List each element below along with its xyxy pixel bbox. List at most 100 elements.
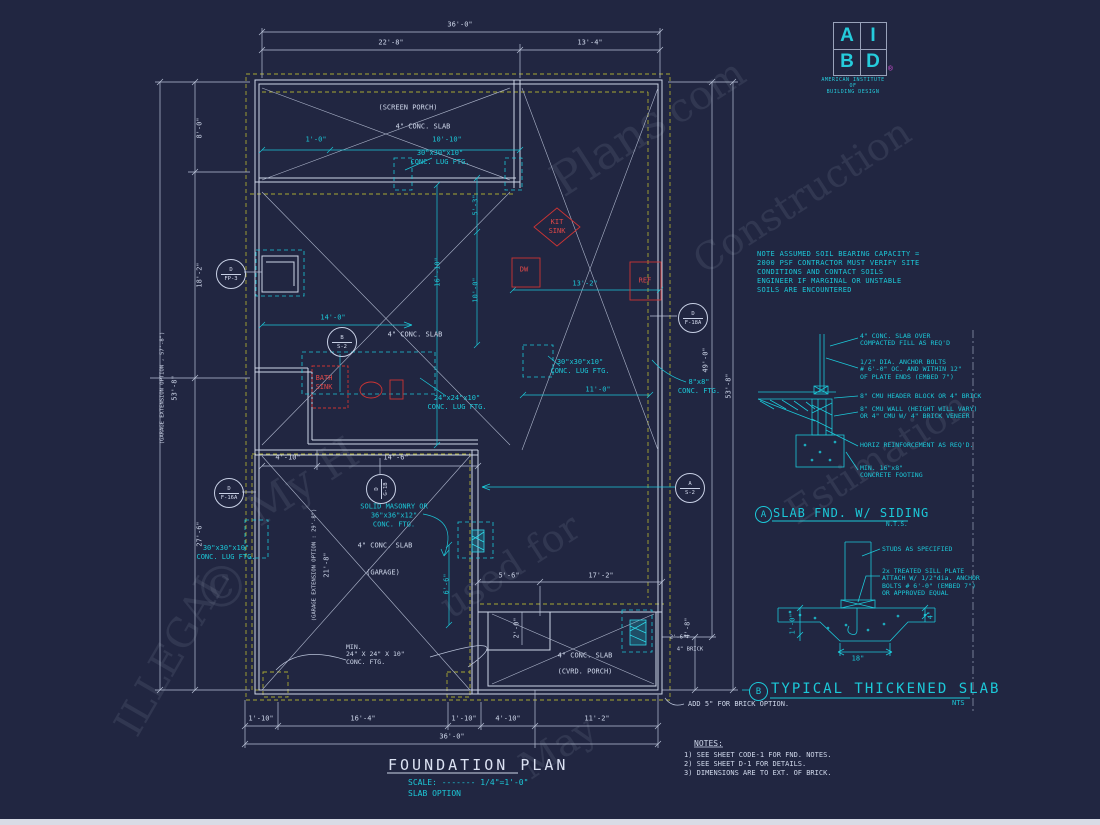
dim-label: (GARAGE EXTENSION OPTION : 29'-8")	[311, 508, 318, 622]
detail-b-nts: NTS	[952, 699, 965, 707]
dim-label: 5'-3"	[471, 194, 480, 216]
registered-mark-icon: ®	[888, 64, 893, 73]
marker-code: S-2	[685, 489, 695, 496]
detail-a-callout: 8" CMU HEADER BLOCK OR 4" BRICK	[860, 392, 982, 400]
ref-marker-fp3: D FP-3	[216, 259, 246, 289]
logo-caption: BUILDING DESIGN	[826, 89, 880, 95]
detail-b-dim: 4"	[926, 610, 935, 620]
room-label: (GARAGE)	[366, 568, 400, 577]
ref-marker-f16a: D F-16A	[214, 478, 244, 508]
marker-code: FP-3	[224, 275, 238, 282]
fixture-label: KIT SINK	[548, 217, 566, 235]
plan-label: 4" CONC. SLAB	[557, 651, 613, 660]
dim-label: 4'-10"	[495, 714, 521, 723]
footing-hatch	[471, 529, 647, 646]
dim-label: 2'-6"	[669, 634, 687, 641]
marker-code: G-1B	[382, 482, 389, 496]
marker-letter: A	[680, 481, 700, 489]
notes-heading: NOTES:	[694, 739, 723, 748]
detail-a-callout: 8" CMU WALL (HEIGHT WILL VARY) OR 4" CMU…	[860, 405, 978, 421]
dim-label: 13'-2"	[572, 279, 598, 288]
detail-a-title: SLAB FND. W/ SIDING	[773, 506, 930, 520]
dim-label: 16'-4"	[350, 714, 376, 723]
footing-label: SOLID MASONRY OR 36"x36"x12" CONC. FTG.	[360, 502, 428, 529]
dim-label: 1'-10"	[451, 714, 477, 723]
dim-label: 16'-10"	[433, 257, 442, 287]
marker-letter: D	[221, 267, 241, 275]
ref-marker-g1b: D G-1B	[366, 474, 396, 504]
footing-label: 30"x30"x10" CONC. LUG FTG.	[196, 543, 256, 561]
dim-label: (GARAGE EXTENSION OPTION , 57'-8")	[159, 331, 166, 445]
logo-letter-d: D	[866, 51, 880, 72]
dim-label: 11'-0"	[585, 385, 611, 394]
room-label: (SCREEN PORCH)	[378, 103, 438, 112]
sheet-title: FOUNDATION PLAN	[388, 756, 569, 774]
detail-b-dim: 1'-0"	[788, 613, 797, 635]
brick-option-note: ADD 5" FOR BRICK OPTION.	[688, 700, 790, 708]
marker-letter: D	[219, 486, 239, 494]
detail-a-callout: HORIZ REINFORCEMENT AS REQ'D.	[860, 441, 974, 449]
dim-label: 17'-2"	[588, 571, 614, 580]
dim-label: 8'-0"	[195, 117, 204, 139]
plan-label: 4" CONC. SLAB	[357, 541, 413, 550]
footing-label: 30"x30"x10" CONC. LUG FTG.	[410, 148, 470, 166]
fixture-label: REF	[638, 276, 652, 285]
dim-label: 10'-10"	[432, 135, 462, 144]
watermark-text: com	[658, 49, 754, 135]
marker-code: S-2	[337, 343, 347, 350]
detail-b-dim: 18"	[851, 654, 865, 663]
plan-label: MIN. 24" X 24" X 10" CONC. FTG.	[346, 643, 405, 666]
detail-b-drawing	[742, 541, 936, 691]
logo-letter-a: A	[840, 25, 854, 46]
detail-a-drawing	[757, 334, 859, 471]
logo-divider	[834, 49, 886, 50]
room-label: (CVRD. PORCH)	[557, 667, 613, 676]
footing-label: 30"x30"x10" CONC. LUG FTG.	[550, 357, 610, 375]
plan-label: 4" CONC. SLAB	[387, 330, 443, 339]
soil-bearing-note: NOTE ASSUMED SOIL BEARING CAPACITY = 200…	[757, 250, 920, 295]
plan-label: 4" CONC. SLAB	[395, 122, 451, 131]
fixture-label: BATH SINK	[315, 373, 333, 391]
detail-b-title: TYPICAL THICKENED SLAB	[771, 681, 1001, 697]
sheet-option: SLAB OPTION	[408, 789, 461, 798]
detail-a-bubble: A	[755, 506, 772, 523]
dim-label: 13'-4"	[577, 38, 603, 47]
logo-caption: OF	[849, 83, 857, 89]
fixture-label: DW	[519, 265, 529, 274]
detail-b-callout: 2x TREATED SILL PLATE ATTACH W/ 1/2"dia.…	[882, 567, 980, 598]
watermark-text: used for	[431, 504, 589, 628]
dim-label: 53'-8"	[170, 375, 179, 401]
marker-letter: D	[373, 479, 382, 499]
dim-label: 27'-6"	[195, 521, 204, 547]
marker-code: F-18A	[684, 319, 702, 326]
sheet-scale: SCALE: ------- 1/4"=1'-0"	[408, 778, 529, 787]
dim-label: 5'-6"	[498, 571, 520, 580]
logo-letter-b: B	[840, 51, 854, 72]
watermark-text: Plans	[540, 92, 676, 208]
ref-marker-s2-b: B S-2	[327, 327, 357, 357]
note-item: 1) SEE SHEET CODE-1 FOR FND. NOTES.	[684, 751, 832, 759]
dim-label: 2'-0"	[512, 617, 521, 639]
dim-label: 18'-2"	[195, 262, 204, 288]
dim-label: 10'-0"	[471, 277, 480, 303]
ref-marker-s2-a: A S-2	[675, 473, 705, 503]
dim-label: 6'-6"	[442, 573, 451, 595]
detail-a-callout: MIN. 16"x8" CONCRETE FOOTING	[860, 464, 923, 480]
dim-label: 14'-0"	[320, 313, 346, 322]
dim-label: 1'-0"	[305, 135, 327, 144]
dim-label: 11'-2"	[584, 714, 610, 723]
ref-marker-f18a: D F-18A	[678, 303, 708, 333]
logo-caption: AMERICAN INSTITUTE	[821, 77, 885, 83]
note-item: 3) DIMENSIONS ARE TO EXT. OF BRICK.	[684, 769, 832, 777]
dim-label: 36'-0"	[447, 20, 473, 29]
marker-letter: D	[683, 311, 703, 319]
aibd-logo: A I B D	[833, 22, 887, 76]
note-item: 2) SEE SHEET D-1 FOR DETAILS.	[684, 760, 807, 768]
dim-label: 36'-0"	[439, 732, 465, 741]
detail-a-nts: N.T.S.	[886, 521, 908, 528]
footing-label: 8"x8" CONC. FTG.	[677, 377, 721, 395]
dim-label: 22'-8"	[378, 38, 404, 47]
footing-label: 24"x24"x10" CONC. LUG FTG.	[427, 393, 487, 411]
plan-label: 4" BRICK	[676, 646, 704, 653]
dim-label: 4'-10"	[275, 453, 301, 462]
